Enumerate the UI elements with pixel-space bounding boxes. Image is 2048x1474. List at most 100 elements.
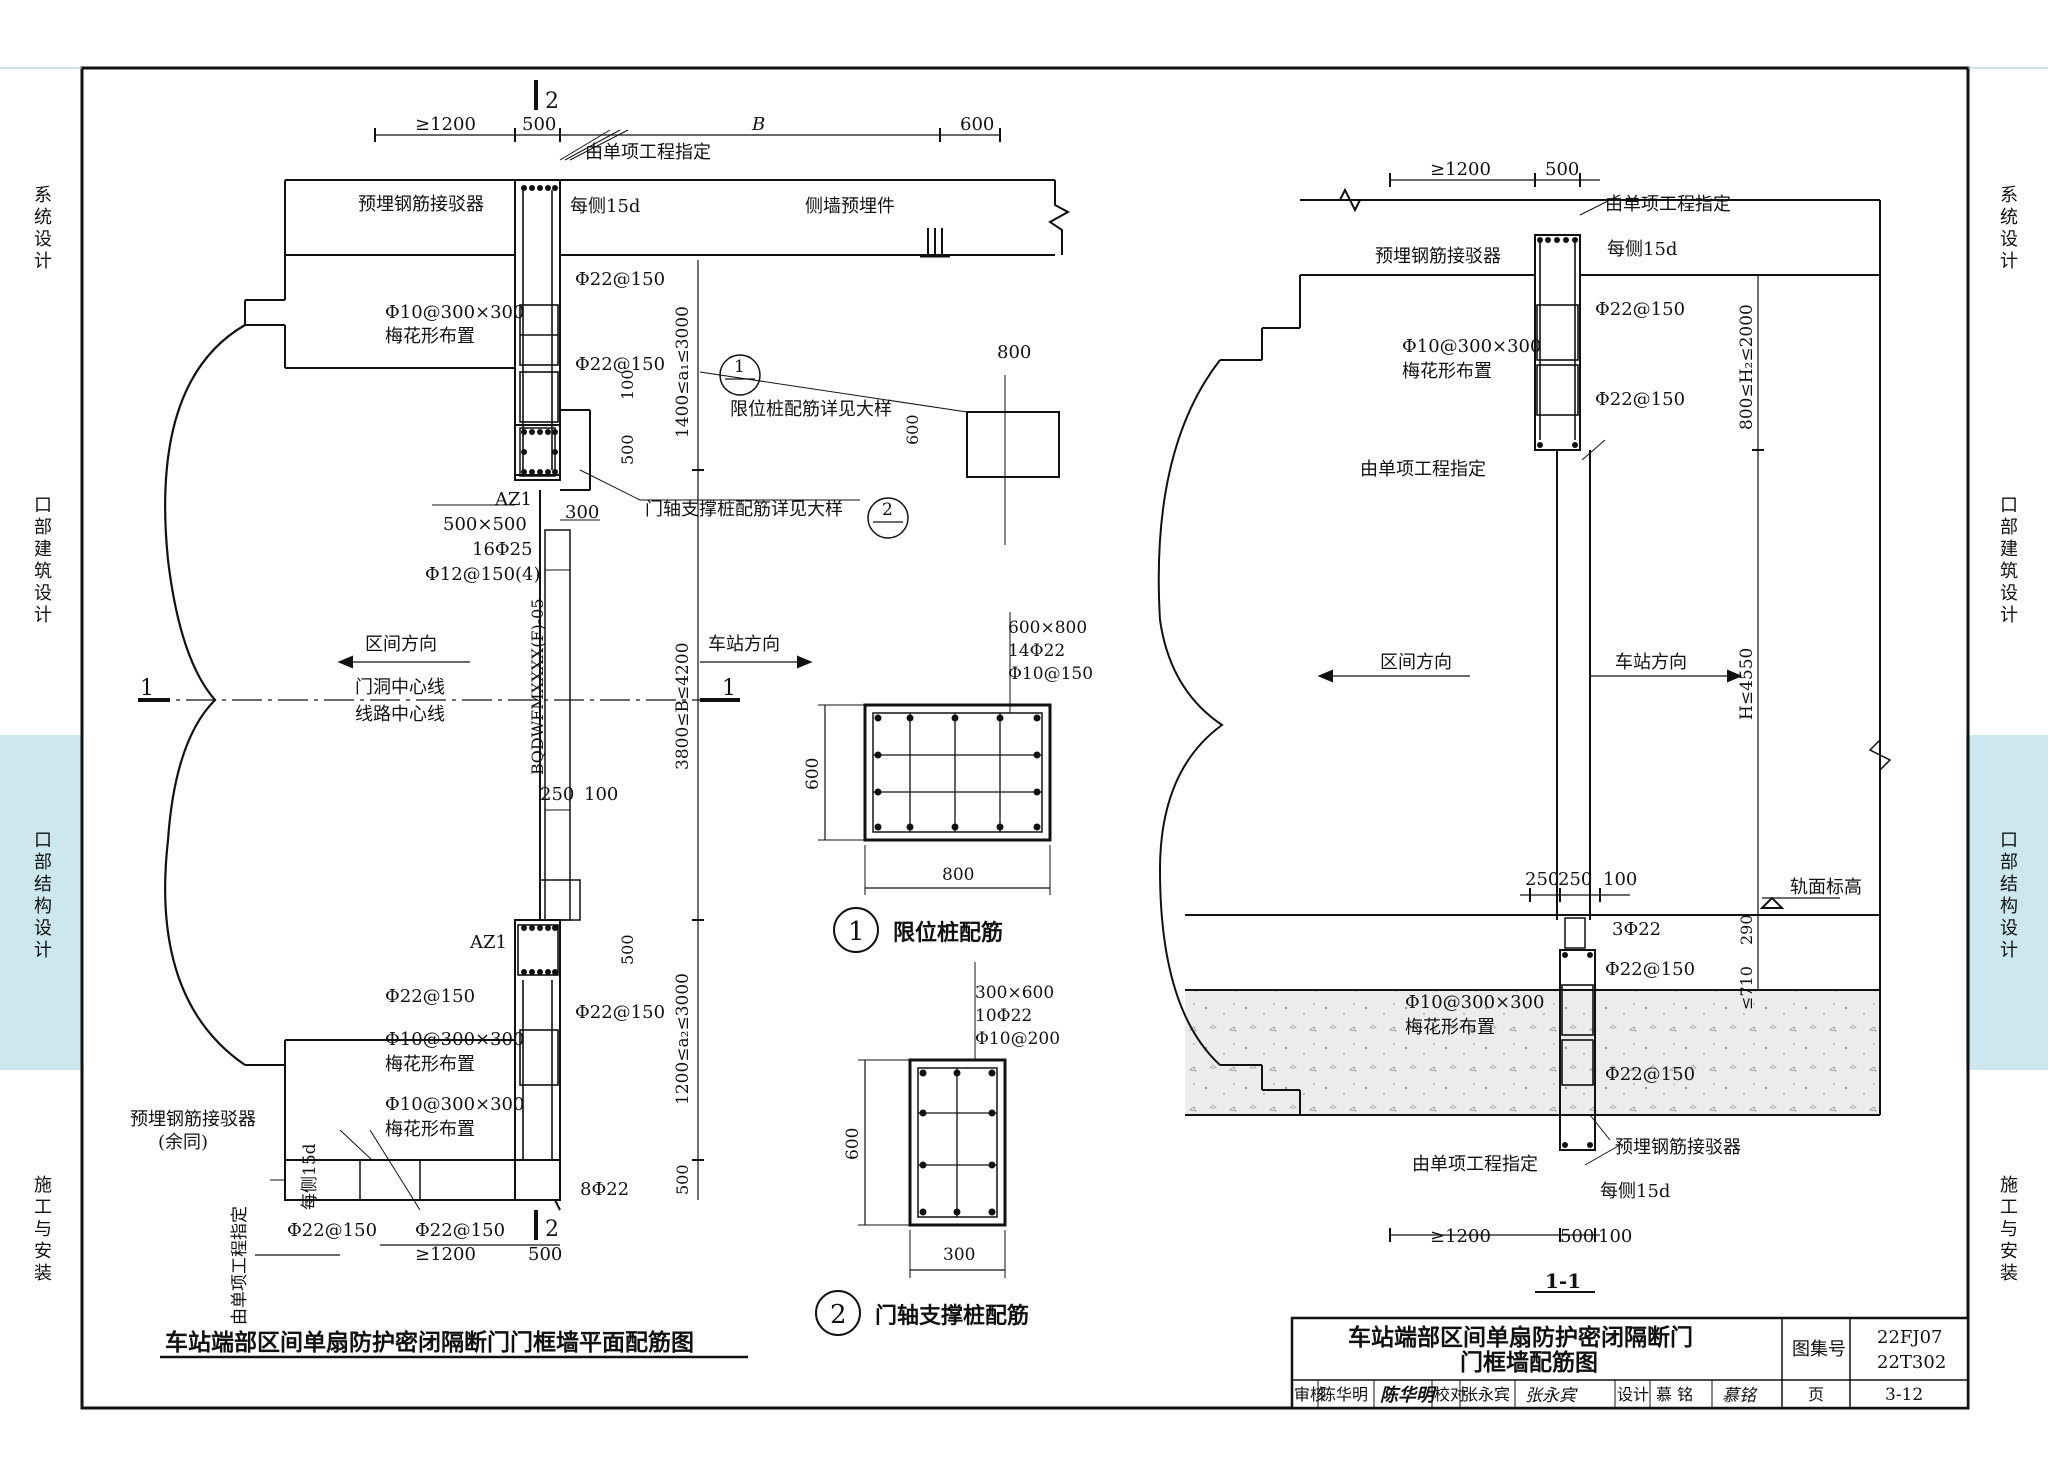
right-tab-structure: 口部结构设计 xyxy=(1966,735,2048,1070)
plan-dim-300: 300 xyxy=(565,502,599,523)
sec-dir-right: 车站方向 xyxy=(1615,652,1687,673)
right-tab-construction: 施工与安装 xyxy=(1966,1070,2048,1410)
sec-dim-100-bot: 100 xyxy=(1598,1226,1632,1247)
sec-dim-ge1200-top: ≥1200 xyxy=(1430,159,1491,180)
sec-dim-250a: 250 xyxy=(1525,869,1559,890)
sec-h2-range: 800≤H₂≤2000 xyxy=(1737,304,1757,430)
plan-labels: ≥1200 500 B 600 2 由单项工程指定 预埋钢筋接驳器 每侧15d … xyxy=(130,89,1031,1359)
right-tab-system-label: 系统设计 xyxy=(1997,185,2018,273)
plan-dim-B: B xyxy=(751,114,765,135)
right-tab-structure-label: 口部结构设计 xyxy=(1997,830,2018,962)
detail1-spec-bars: 14Φ22 xyxy=(1008,641,1065,661)
sec-bar-2: Φ22@150 xyxy=(1595,389,1685,410)
sec-specified-bot: 由单项工程指定 xyxy=(1412,1154,1538,1175)
left-tab-architecture: 口部建筑设计 xyxy=(0,400,82,735)
plan-dim-ge1200-top: ≥1200 xyxy=(415,114,476,135)
check-label: 校对 xyxy=(1434,1385,1466,1404)
sec-coupler: 预埋钢筋接驳器 xyxy=(1375,246,1501,267)
left-tab-structure-label: 口部结构设计 xyxy=(31,830,52,962)
sec-dim-500-bot: 500 xyxy=(1560,1226,1594,1247)
sec-bar-3: Φ22@150 xyxy=(1605,959,1695,980)
detail1-dim-width: 800 xyxy=(942,865,974,885)
check-name: 张永宾 xyxy=(1462,1385,1510,1404)
detail2-name: 门轴支撑桩配筋 xyxy=(875,1303,1029,1329)
plan-hinge-note: 门轴支撑桩配筋详见大样 xyxy=(645,499,843,520)
review-label: 审核 xyxy=(1294,1385,1326,1404)
plan-cut-left: 1 xyxy=(140,676,154,701)
plan-a1-range: 1400≤a₁≤3000 xyxy=(673,306,693,438)
sec-bar-1: Φ22@150 xyxy=(1595,299,1685,320)
left-tab-system: 系统设计 xyxy=(0,70,82,400)
design-label: 设计 xyxy=(1617,1385,1649,1404)
sec-specified-mid: 由单项工程指定 xyxy=(1360,459,1486,480)
left-tab-architecture-label: 口部建筑设计 xyxy=(31,495,52,627)
sec-tie-1b: 梅花形布置 xyxy=(1402,361,1492,382)
plan-dim-500-c: 500 xyxy=(673,1164,692,1195)
detail1-dim-height: 600 xyxy=(803,758,823,790)
plan-coupler-2b: (余同) xyxy=(158,1132,208,1153)
plan-track-center: 线路中心线 xyxy=(355,704,445,725)
plan-dim-100b: 100 xyxy=(584,784,618,805)
right-tab-architecture-label: 口部建筑设计 xyxy=(1997,495,2018,627)
plan-tie-2: Φ10@300×300 xyxy=(385,1029,524,1050)
plan-dim-250: 250 xyxy=(540,784,574,805)
plan-callout-1-num: 1 xyxy=(734,357,745,377)
sec-dir-left: 区间方向 xyxy=(1380,652,1452,673)
sec-dim-710: ≤710 xyxy=(1737,966,1756,1010)
design-signature: 慕铭 xyxy=(1722,1386,1758,1406)
plan-B-range: 3800≤B≤4200 xyxy=(673,642,693,770)
sec-h-range: H≤4550 xyxy=(1737,648,1757,720)
plan-dim-500-b: 500 xyxy=(618,934,637,965)
sec-tie-1: Φ10@300×300 xyxy=(1402,336,1541,357)
section-labels: ≥1200 500 由单项工程指定 预埋钢筋接驳器 每侧15d Φ22@150 … xyxy=(1360,159,1862,1293)
atlas-no-2: 22T302 xyxy=(1877,1352,1946,1373)
sec-specified-top: 由单项工程指定 xyxy=(1605,194,1731,215)
plan-bar-1: Φ22@150 xyxy=(575,269,665,290)
design-name: 慕 铭 xyxy=(1656,1385,1693,1404)
plan-section-bot: 2 xyxy=(545,1217,559,1242)
sec-dim-500-top: 500 xyxy=(1545,159,1579,180)
plan-dim-600-side: 600 xyxy=(903,414,922,445)
detail1-name: 限位桩配筋 xyxy=(893,920,1003,946)
plan-dir-right: 车站方向 xyxy=(708,634,780,655)
plan-each-side: 每侧15d xyxy=(570,196,640,217)
plan-bar-5: Φ22@150 xyxy=(287,1220,377,1241)
sec-tie-2b: 梅花形布置 xyxy=(1405,1017,1495,1038)
plan-dim-500-bot: 500 xyxy=(528,1244,562,1265)
left-tab-system-label: 系统设计 xyxy=(31,185,52,273)
plan-door-center: 门洞中心线 xyxy=(355,677,445,698)
plan-tie-1b: 梅花形布置 xyxy=(385,326,475,347)
sec-dim-ge1200-bot: ≥1200 xyxy=(1430,1226,1491,1247)
sec-dim-290: 290 xyxy=(1737,914,1756,945)
plan-bar-6: Φ22@150 xyxy=(415,1220,505,1241)
right-tab-system: 系统设计 xyxy=(1966,70,2048,400)
detail1-spec-stirrup: Φ10@150 xyxy=(1008,664,1093,684)
detail-1: 600×800 14Φ22 Φ10@150 600 800 1 限位桩配筋 xyxy=(803,612,1093,953)
plan-az1-bars: 16Φ25 xyxy=(472,539,533,560)
plan-tie-3b: 梅花形布置 xyxy=(385,1119,475,1140)
detail2-dim-width: 300 xyxy=(943,1245,975,1265)
page-label: 页 xyxy=(1808,1385,1824,1404)
detail2-spec-size: 300×600 xyxy=(975,983,1054,1003)
detail1-spec-size: 600×800 xyxy=(1008,618,1087,638)
plan-detail-callout-2 xyxy=(867,497,909,539)
sec-three22: 3Φ22 xyxy=(1612,919,1661,940)
atlas-no-1: 22FJ07 xyxy=(1877,1327,1943,1348)
atlas-label: 图集号 xyxy=(1792,1339,1846,1360)
check-signature: 张永宾 xyxy=(1525,1386,1578,1406)
plan-title: 车站端部区间单扇防护密闭隔断门门框墙平面配筋图 xyxy=(165,1329,694,1356)
plan-coupler: 预埋钢筋接驳器 xyxy=(358,194,484,215)
plan-az1-top: AZ1 xyxy=(494,489,532,510)
plan-each-side-2: 每侧15d xyxy=(300,1143,320,1210)
sec-coupler-2: 预埋钢筋接驳器 xyxy=(1615,1137,1741,1158)
plan-bar-3: Φ22@150 xyxy=(385,986,475,1007)
plan-callout-2-num: 2 xyxy=(882,500,893,520)
plan-tie-3: Φ10@300×300 xyxy=(385,1094,524,1115)
plan-dir-left: 区间方向 xyxy=(365,634,437,655)
plan-az1-size: 500×500 xyxy=(443,514,527,535)
sec-tie-2: Φ10@300×300 xyxy=(1405,992,1544,1013)
plan-cut-right: 1 xyxy=(722,676,736,701)
plan-side-embed: 侧墙预埋件 xyxy=(805,196,895,217)
plan-dim-100: 100 xyxy=(618,369,637,400)
right-tab-architecture: 口部建筑设计 xyxy=(1966,400,2048,735)
